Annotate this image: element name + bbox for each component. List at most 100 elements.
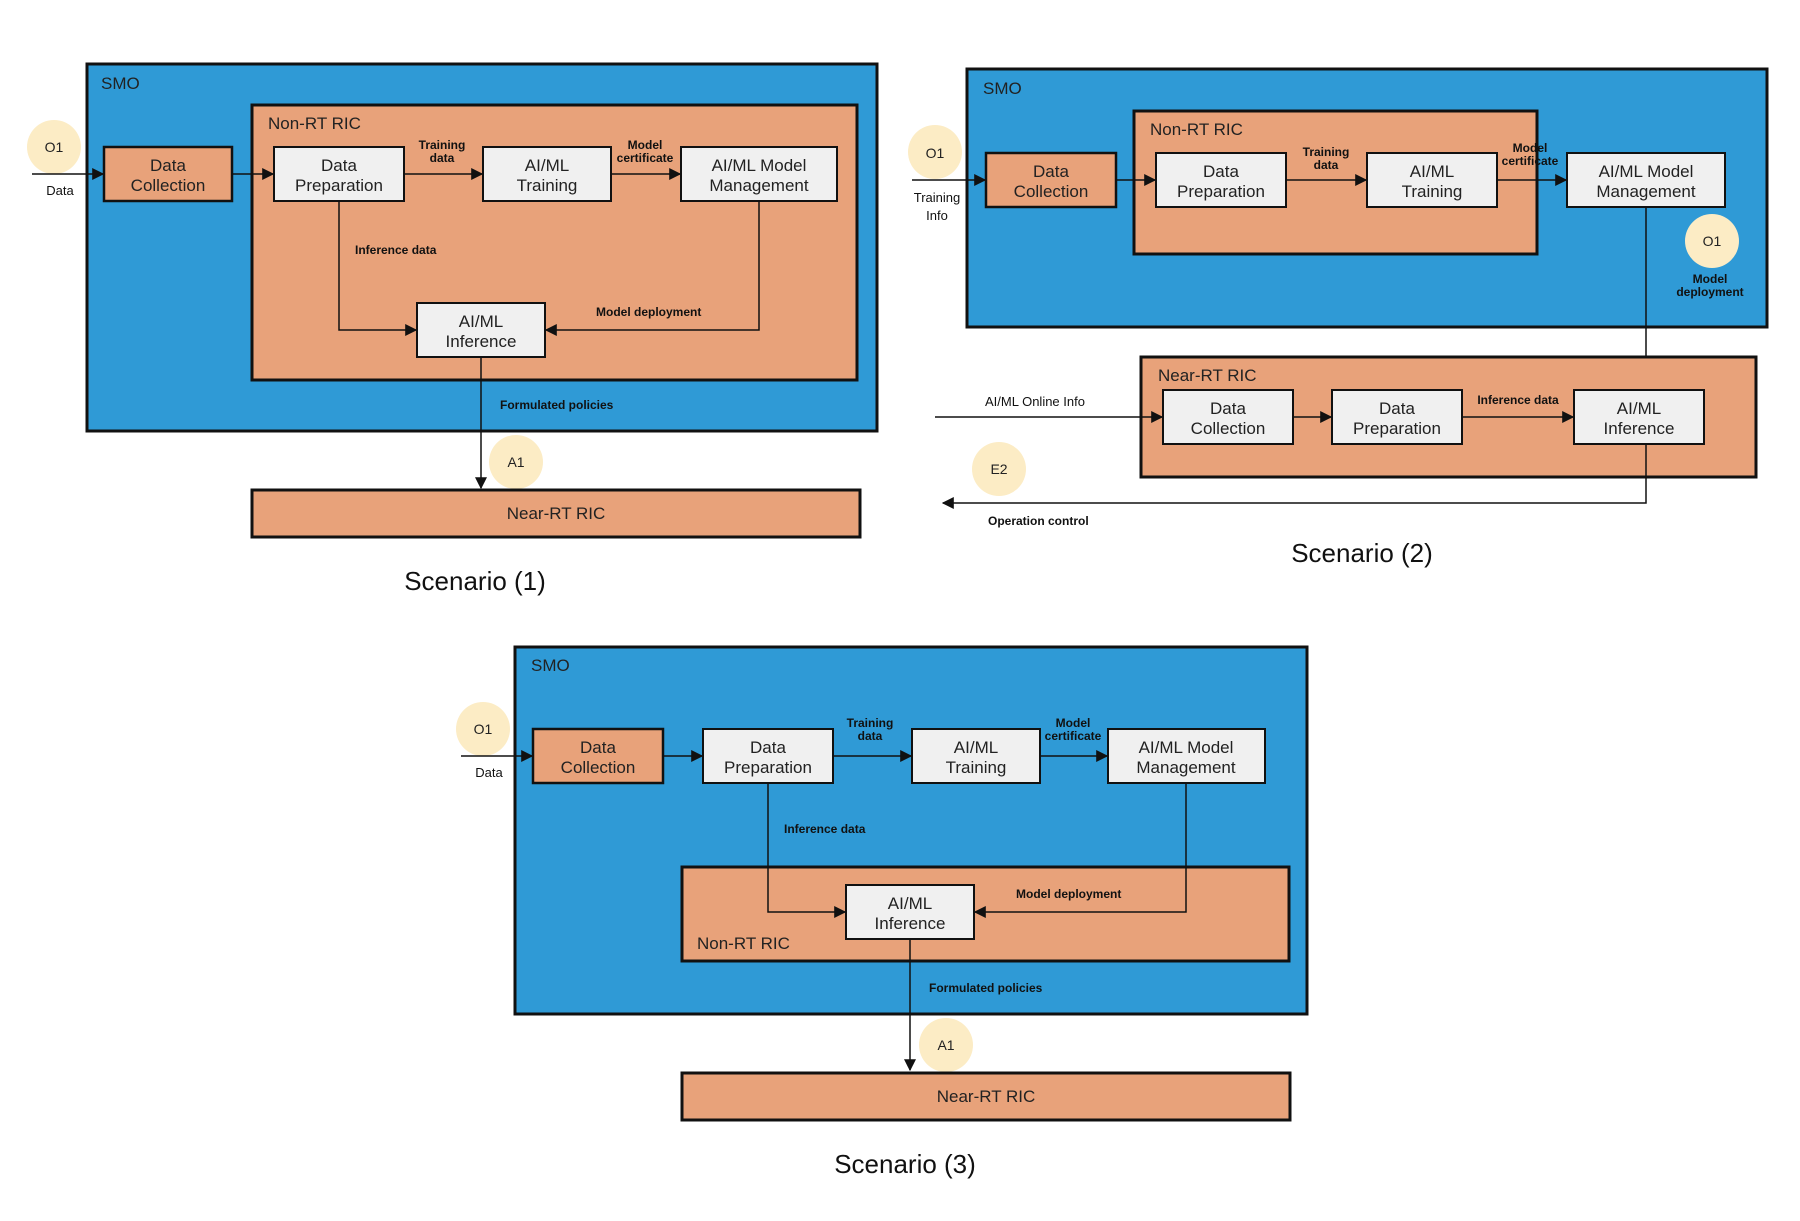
s1-training-data-label: Training <box>419 138 466 152</box>
s2-inference-label: AI/ML <box>1617 399 1661 418</box>
s2-o1-deploy-label: O1 <box>1703 233 1722 249</box>
s3-model-mgmt-box <box>1107 728 1266 784</box>
s3-o1-label: O1 <box>474 721 493 737</box>
s3-training-label: AI/ML <box>954 738 998 757</box>
s2-training-data-label: Training <box>1303 145 1350 159</box>
s2-near-inference-data-label: Inference data <box>1477 393 1559 407</box>
s1-training-label-2: Training <box>517 176 578 195</box>
s3-nearrt-label: Near-RT RIC <box>937 1087 1036 1106</box>
s2-near-data-collection-label: Data <box>1210 399 1246 418</box>
s2-inference-label-2: Inference <box>1604 419 1675 438</box>
s1-training-data-label-2: data <box>430 151 455 165</box>
s1-model-cert-label: Model <box>628 138 663 152</box>
s3-training-data-label: Training <box>847 716 894 730</box>
s3-caption: Scenario (3) <box>834 1149 976 1179</box>
s3-data-collection-label: Data <box>580 738 616 757</box>
s2-caption: Scenario (2) <box>1291 538 1433 568</box>
s3-inference-box <box>845 884 975 940</box>
s2-e2-label: E2 <box>990 461 1007 477</box>
s1-nearrt-box <box>250 488 862 539</box>
s2-data-prep-label-2: Preparation <box>1177 182 1265 201</box>
scenario-1: SMO Non-RT RIC O1 Data Data Collection D… <box>27 62 879 596</box>
s3-smo-label: SMO <box>531 656 570 675</box>
s2-o1-interface <box>908 125 962 179</box>
s1-inference-data-arrow <box>338 201 418 336</box>
s2-o1-label: O1 <box>926 145 945 161</box>
s1-o1-interface <box>27 120 81 174</box>
s2-data-collection-label: Data <box>1033 162 1069 181</box>
s3-data-in-label: Data <box>475 765 503 780</box>
s3-a1-interface <box>919 1018 973 1072</box>
s2-near-data-collection-box <box>1162 389 1294 445</box>
s1-model-deploy-arrow <box>544 201 760 336</box>
s3-model-cert-label: Model <box>1056 716 1091 730</box>
s2-o1-deploy-interface <box>1685 214 1739 268</box>
s1-a1-label: A1 <box>507 454 524 470</box>
s3-model-mgmt-label: AI/ML Model <box>1139 738 1234 757</box>
s3-model-deploy-label: Model deployment <box>1016 887 1121 901</box>
s2-model-mgmt-label: AI/ML Model <box>1599 162 1694 181</box>
s2-data-prep-label: Data <box>1203 162 1239 181</box>
s2-model-cert-label: Model <box>1513 141 1548 155</box>
scenario-2: SMO Non-RT RIC O1 Training Info Data Col… <box>908 67 1769 568</box>
s1-nonrt-label: Non-RT RIC <box>268 114 361 133</box>
s3-o1-interface <box>456 702 510 756</box>
s2-training-label-2: Training <box>1402 182 1463 201</box>
s1-smo-label: SMO <box>101 74 140 93</box>
s2-data-prep-box <box>1155 152 1287 208</box>
s2-inference-box <box>1573 389 1705 445</box>
s3-nonrt-label: Non-RT RIC <box>697 934 790 953</box>
scenario-3: SMO O1 Data Data Collection Data Prepara… <box>456 645 1309 1179</box>
s3-data-collection-box <box>531 727 665 785</box>
s2-nonrt-label: Non-RT RIC <box>1150 120 1243 139</box>
s2-nearrt-label: Near-RT RIC <box>1158 366 1257 385</box>
s1-data-prep-label-2: Preparation <box>295 176 383 195</box>
s2-model-cert-label-2: certificate <box>1502 154 1559 168</box>
s1-model-mgmt-label: AI/ML Model <box>712 156 807 175</box>
s2-training-box <box>1366 152 1498 208</box>
s2-training-info-label: Training <box>914 190 960 205</box>
s1-model-mgmt-label-2: Management <box>709 176 809 195</box>
s2-smo-label: SMO <box>983 79 1022 98</box>
s3-data-prep-label: Data <box>750 738 786 757</box>
s2-model-mgmt-box <box>1566 152 1726 208</box>
s1-data-collection-label-2: Collection <box>131 176 206 195</box>
s1-data-in-label: Data <box>46 183 74 198</box>
s2-near-data-prep-label: Data <box>1379 399 1415 418</box>
s1-policies-label: Formulated policies <box>500 398 614 412</box>
s3-data-prep-label-2: Preparation <box>724 758 812 777</box>
s2-operation-control-arrow <box>941 444 1647 509</box>
s3-data-collection-label-2: Collection <box>561 758 636 777</box>
s2-data-collection-label-2: Collection <box>1014 182 1089 201</box>
s1-inference-label: AI/ML <box>459 312 503 331</box>
s2-training-label: AI/ML <box>1410 162 1454 181</box>
s2-data-collection-box <box>984 151 1118 209</box>
s3-a1-label: A1 <box>937 1037 954 1053</box>
s2-training-data-label-2: data <box>1314 158 1339 172</box>
s1-caption: Scenario (1) <box>404 566 546 596</box>
s1-inference-data-label: Inference data <box>355 243 437 257</box>
s2-model-mgmt-label-2: Management <box>1596 182 1696 201</box>
s1-data-collection-box <box>102 145 234 203</box>
s3-inference-label-2: Inference <box>875 914 946 933</box>
s3-nearrt-box <box>680 1071 1292 1122</box>
s1-nearrt-label: Near-RT RIC <box>507 504 606 523</box>
s2-model-deploy-label-2: deployment <box>1676 285 1743 299</box>
s1-a1-interface <box>489 435 543 489</box>
s3-data-prep-box <box>702 728 834 784</box>
s2-online-info-label: AI/ML Online Info <box>985 394 1085 409</box>
s2-near-data-prep-label-2: Preparation <box>1353 419 1441 438</box>
s3-policies-label: Formulated policies <box>929 981 1043 995</box>
s3-model-mgmt-label-2: Management <box>1136 758 1236 777</box>
s3-training-data-label-2: data <box>858 729 883 743</box>
s3-inference-label: AI/ML <box>888 894 932 913</box>
s3-model-deploy-arrow <box>973 783 1187 918</box>
s1-data-prep-label: Data <box>321 156 357 175</box>
s2-e2-interface <box>972 442 1026 496</box>
s3-inference-data-arrow <box>767 783 847 918</box>
s2-model-deploy-label: Model <box>1693 272 1728 286</box>
s1-training-label: AI/ML <box>525 156 569 175</box>
s1-data-collection-label: Data <box>150 156 186 175</box>
s3-nonrt-container <box>680 865 1291 963</box>
